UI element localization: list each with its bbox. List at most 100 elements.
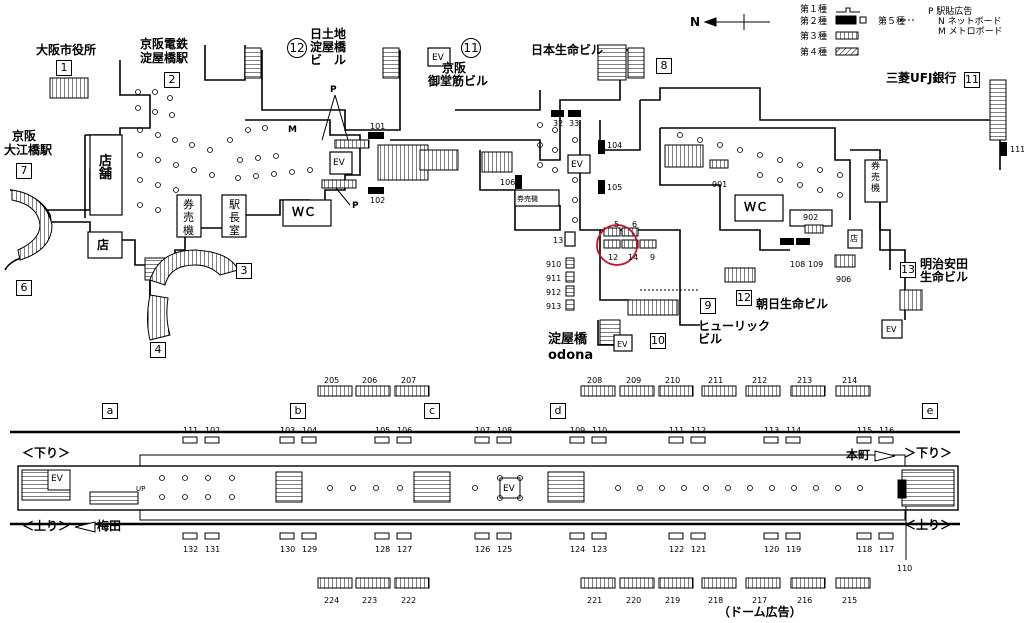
platform-bottom-ad-128: 128 bbox=[375, 545, 391, 554]
type4-symbol bbox=[835, 47, 859, 56]
legend-type3: 第３種 bbox=[800, 32, 828, 42]
legend-type4: 第４種 bbox=[800, 48, 828, 58]
platform bbox=[10, 430, 960, 560]
north-label: N bbox=[690, 15, 701, 29]
dome-top-ad-212: 212 bbox=[752, 376, 768, 385]
umeda-label: 梅田 bbox=[97, 519, 122, 533]
platform-top-ad-frame bbox=[301, 436, 317, 444]
dome-bottom-ad-217: 217 bbox=[752, 596, 768, 605]
platform-top-ad-frame bbox=[763, 436, 779, 444]
ad-33: 33 bbox=[569, 119, 580, 128]
ticket-label-center: 券売機 bbox=[517, 195, 538, 203]
dome-bottom-ad-frame bbox=[658, 577, 694, 589]
legend-p: P 駅貼広告 bbox=[928, 7, 973, 17]
platform-top-ad-frame bbox=[690, 436, 706, 444]
platform-top-ad-115: 115 bbox=[857, 426, 873, 435]
platform-bottom-ad-frame bbox=[569, 532, 585, 540]
station-office-label: 駅長室 bbox=[229, 198, 240, 237]
up-left-label: ＜上り＞ bbox=[22, 519, 71, 533]
platform-bottom-ad-frame bbox=[591, 532, 607, 540]
ev-right-label: EV bbox=[886, 325, 897, 334]
stairs-central bbox=[419, 149, 459, 171]
ad-109: 109 bbox=[808, 260, 824, 269]
type2-panels bbox=[368, 110, 1007, 245]
platform-top-ad-103: 103 bbox=[280, 426, 296, 435]
platform-top-ad-frame bbox=[569, 436, 585, 444]
platform-top-ad-114: 114 bbox=[786, 426, 802, 435]
dome-bottom-ad-frame bbox=[701, 577, 737, 589]
stairs-exit-12 bbox=[382, 47, 400, 79]
stairs-106 bbox=[481, 151, 513, 173]
spiral-exit-3 bbox=[149, 249, 239, 286]
exit-11-circle: 11 bbox=[461, 38, 481, 58]
platform-bottom-ad-frame bbox=[496, 532, 512, 540]
ev-upper-label: EV bbox=[432, 53, 444, 63]
ad-5: 5 bbox=[614, 220, 620, 229]
place-mufg: 三菱UFJ銀行 bbox=[886, 71, 957, 85]
place-osaka-city-hall: 大阪市役所 bbox=[36, 43, 97, 57]
platform-bottom-ad-frame bbox=[374, 532, 390, 540]
platform-bottom-ad-frame bbox=[474, 532, 490, 540]
platform-top-ad-frame bbox=[396, 436, 412, 444]
dome-top-ad-207: 207 bbox=[401, 376, 417, 385]
exit-3: 3 bbox=[236, 263, 252, 279]
p-mark-bottom: P bbox=[352, 201, 359, 211]
platform-bottom-ad-frame bbox=[878, 532, 894, 540]
wc-right-label: ＷＣ bbox=[744, 200, 769, 214]
ev-left-label: EV bbox=[333, 158, 345, 168]
platform-top-ad-frame bbox=[182, 436, 198, 444]
platform-bottom-ad-frame bbox=[690, 532, 706, 540]
ad-111: 111 bbox=[1010, 145, 1024, 154]
ad-14: 14 bbox=[628, 253, 639, 262]
stairs-exit-13 bbox=[899, 289, 923, 311]
ev-platform-left: EV bbox=[51, 474, 63, 484]
platform-top-ad-111: 111 bbox=[183, 426, 199, 435]
exit-6: 6 bbox=[16, 280, 32, 296]
ad-912: 912 bbox=[546, 288, 562, 297]
ad-913: 913 bbox=[546, 302, 562, 311]
dome-bottom-ad-221: 221 bbox=[587, 596, 603, 605]
exit-2: 2 bbox=[164, 72, 180, 88]
dome-top-ad-frame bbox=[745, 385, 781, 397]
dome-top-ad-209: 209 bbox=[626, 376, 642, 385]
exit-12: 12 bbox=[736, 290, 752, 306]
station-name-en: odona bbox=[548, 348, 594, 363]
exit-12-circle: 12 bbox=[287, 38, 307, 58]
platform-top-ad-frame bbox=[668, 436, 684, 444]
place-hulic-2: ビル bbox=[698, 332, 723, 346]
legend-type1: 第１種 bbox=[800, 5, 828, 15]
wc-left-label: ＷＣ bbox=[292, 205, 317, 219]
place-nittochi-1: 日土地 bbox=[310, 27, 347, 41]
ad-106: 106 bbox=[500, 178, 516, 187]
place-keihan-oe-1: 京阪 bbox=[12, 129, 37, 143]
platform-top-ad-frame bbox=[856, 436, 872, 444]
up-right-label: ＜上り＞ bbox=[904, 518, 953, 532]
dome-ad-frames bbox=[317, 385, 871, 589]
place-keihan-yodoyabashi-1: 京阪電鉄 bbox=[140, 37, 189, 51]
platform-top-ad-frame bbox=[496, 436, 512, 444]
wc-left bbox=[282, 199, 332, 227]
dome-bottom-ad-frame bbox=[394, 577, 430, 589]
dome-top-ad-frame bbox=[394, 385, 430, 397]
dome-top-ad-211: 211 bbox=[708, 376, 724, 385]
dome-top-ad-206: 206 bbox=[362, 376, 378, 385]
dome-bottom-ad-frame bbox=[355, 577, 391, 589]
concourse-stairs bbox=[11, 44, 1007, 346]
platform-bottom-ad-121: 121 bbox=[691, 545, 707, 554]
panel-13 bbox=[564, 231, 576, 247]
platform-top-ad-104: 104 bbox=[302, 426, 318, 435]
shop-right-label: 店 bbox=[850, 234, 858, 243]
ad-9: 9 bbox=[650, 253, 656, 262]
shop-small bbox=[87, 231, 123, 259]
concourse-columns bbox=[135, 89, 843, 223]
platform-bottom-ad-129: 129 bbox=[302, 545, 318, 554]
platform-section-e: e bbox=[922, 403, 938, 419]
stairs-exit-1 bbox=[49, 77, 89, 99]
spiral-exit-7 bbox=[11, 189, 53, 261]
platform-bottom-ad-123: 123 bbox=[592, 545, 608, 554]
ads-center bbox=[321, 139, 824, 311]
platform-top-ad-frame bbox=[279, 436, 295, 444]
place-keihan-mido-2: 御堂筋ビル bbox=[428, 74, 489, 88]
spiral-exit-4 bbox=[147, 294, 171, 341]
platform-bottom-ad-frame bbox=[856, 532, 872, 540]
